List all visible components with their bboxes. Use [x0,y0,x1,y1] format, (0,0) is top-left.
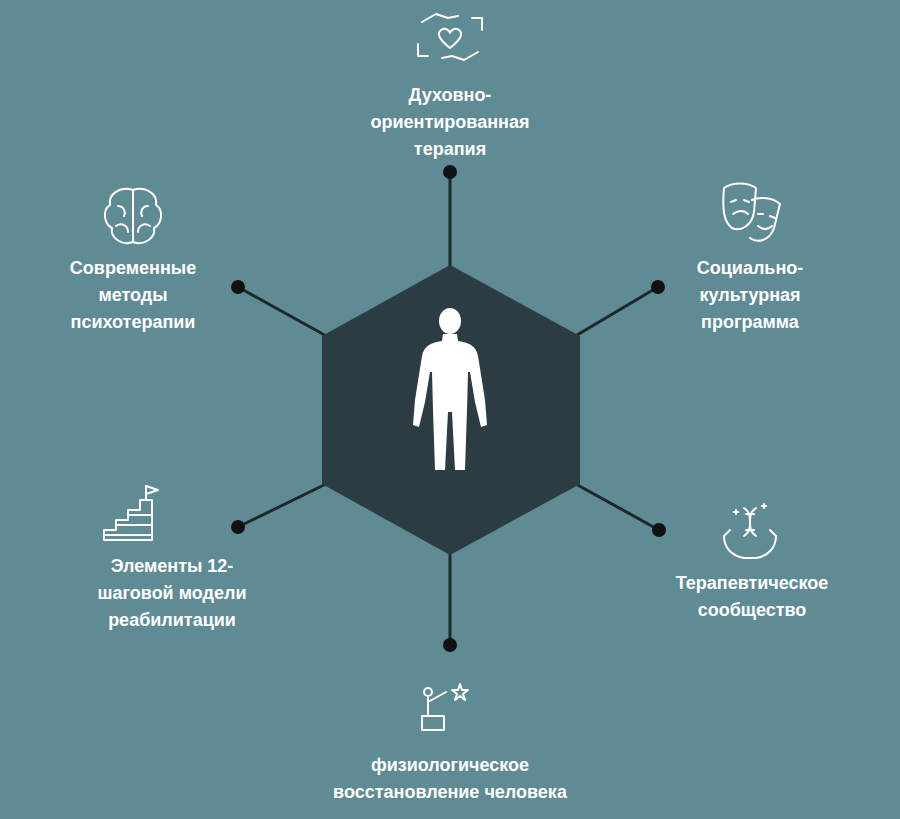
stairs-flag-icon [104,486,158,540]
spoke-label: Духовно-ориентированная терапия [355,82,545,163]
spoke-label: Терапевтическое сообщество [647,570,857,624]
hands-dna-icon [724,504,776,558]
brain-icon [105,189,161,243]
spoke-label: физиологическое восстановление человека [319,752,581,806]
person-star-icon [422,684,468,730]
spoke-label: Элементы 12-шаговой модели реабилитации [80,553,264,634]
spokes [238,172,659,645]
hands-heart-icon [418,14,482,60]
spoke-dots [231,165,666,652]
spoke-label: Социально-культурная программа [670,255,830,336]
spoke-label: Современные методы психотерапии [45,255,221,336]
center-hexagon [322,265,580,555]
theatre-masks-icon [723,184,780,241]
human-figure [413,308,487,470]
